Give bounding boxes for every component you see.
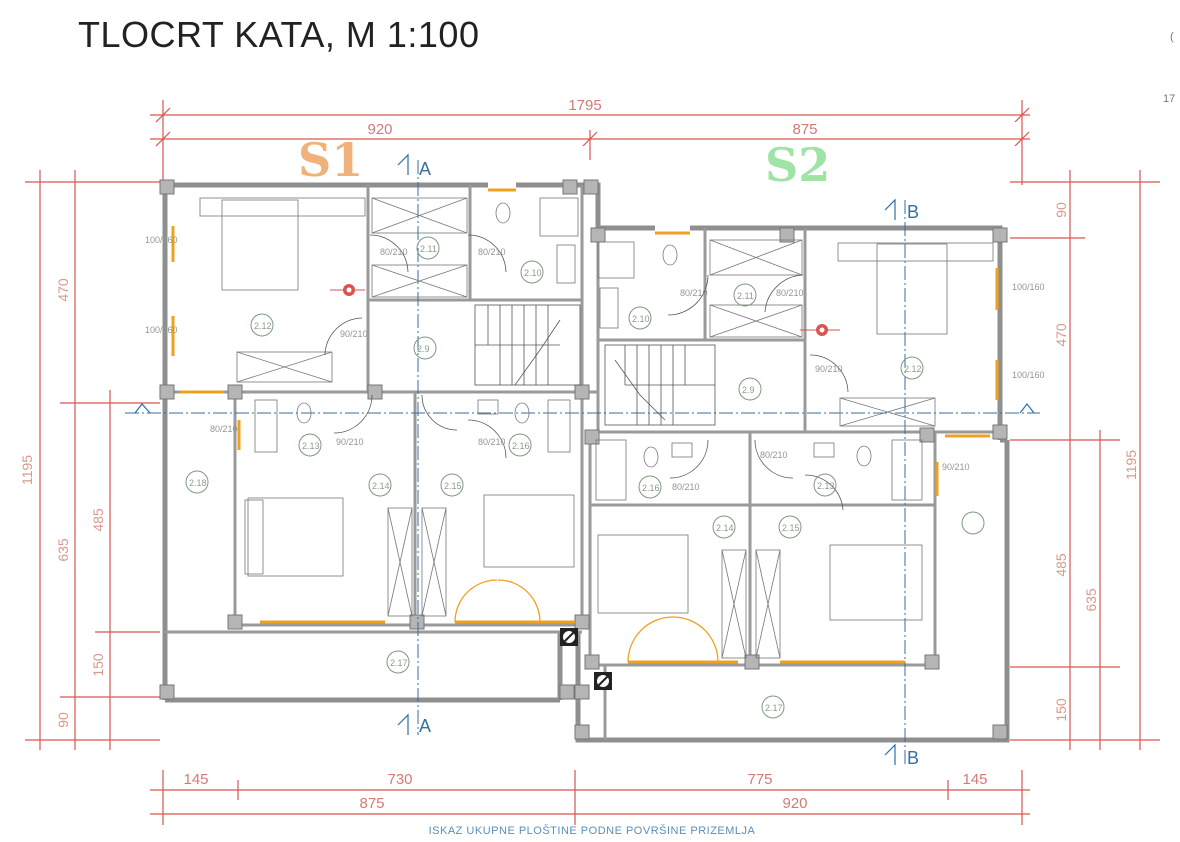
room-2-15-s2: 2.15	[782, 523, 800, 533]
section-a-bottom: A	[419, 716, 431, 736]
room-2-9-s1: 2.9	[417, 344, 430, 354]
room-2-12-s2: 2.12	[904, 364, 922, 374]
room-2-15-s1: 2.15	[444, 481, 462, 491]
door-label-1: 90/210	[340, 329, 368, 339]
edge-mark-1: (	[1170, 31, 1174, 43]
edge-mark-2: 17	[1163, 93, 1175, 105]
furniture	[199, 197, 994, 659]
french-doors	[454, 579, 719, 663]
dim-bottom-right: 920	[782, 795, 807, 812]
room-2-13-s1: 2.13	[302, 441, 320, 451]
door-label-3: 80/210	[478, 247, 506, 257]
stairs-s2	[604, 344, 716, 426]
room-2-11-s2: 2.11	[737, 291, 754, 301]
dim-right-90: 90	[1053, 202, 1069, 218]
room-2-14-s2: 2.14	[716, 523, 734, 533]
room-2-10-s2: 2.10	[632, 314, 650, 324]
door-label-12: 90/210	[942, 462, 970, 472]
door-label-8: 80/210	[478, 437, 506, 447]
room-2-16-s2: 2.16	[642, 483, 660, 493]
unit-s1-label: S1	[298, 133, 363, 187]
dim-right-outer: 1195	[1123, 450, 1139, 480]
section-b-top: B	[907, 202, 919, 222]
room-2-14-s1: 2.14	[372, 481, 390, 491]
dim-right-485: 485	[1053, 553, 1069, 577]
drain-symbols	[560, 628, 612, 690]
section-a-top: A	[419, 159, 431, 179]
interior-walls	[165, 185, 1000, 740]
room-2-11-s1: 2.11	[420, 244, 437, 254]
dim-left-90: 90	[55, 712, 71, 728]
dim-right-150: 150	[1053, 698, 1069, 722]
unit-s2-label: S2	[765, 138, 830, 192]
door-label-7: 90/210	[336, 437, 364, 447]
room-2-17-s1: 2.17	[390, 658, 408, 668]
window-label-4: 100/160	[1012, 370, 1045, 380]
section-b-bottom: B	[907, 748, 919, 768]
drawing-title: TLOCRT KATA, M 1:100	[78, 14, 480, 55]
room-2-17-s2: 2.17	[765, 703, 783, 713]
dim-top-total: 1795	[568, 97, 601, 114]
room-2-13-s2: 2.13	[817, 481, 835, 491]
dim-top-left: 920	[367, 121, 392, 138]
opening-labels: 100/160 100/160 100/160 100/160 90/210 8…	[145, 235, 1045, 492]
dim-bottom-3: 775	[747, 771, 772, 788]
door-label-6: 90/210	[815, 364, 843, 374]
room-2-12-s1: 2.12	[254, 321, 272, 331]
dimension-lines	[25, 100, 1160, 825]
dim-bottom-2: 730	[387, 771, 412, 788]
dim-left-150: 150	[90, 653, 106, 677]
dim-bottom-4: 145	[962, 771, 987, 788]
dim-right-635: 635	[1083, 588, 1099, 612]
dim-bottom-left: 875	[359, 795, 384, 812]
footer-caption: ISKAZ UKUPNE PLOŠTINE PODNE POVRŠINE PRI…	[429, 824, 756, 837]
axis-lines	[125, 160, 1040, 765]
stairs-s1	[474, 304, 581, 386]
section-markers	[134, 153, 1035, 765]
door-label-2: 80/210	[380, 247, 408, 257]
room-markers	[185, 236, 985, 719]
door-swings	[324, 234, 849, 511]
room-2-18: 2.18	[189, 478, 207, 488]
dim-right-470: 470	[1053, 323, 1069, 347]
window-label-2: 100/160	[145, 325, 178, 335]
room-2-10-s1: 2.10	[524, 268, 542, 278]
room-numbers: 2.12 2.9 2.10 2.11 2.14 2.15 2.13 2.16 2…	[189, 244, 922, 713]
window-label-3: 100/160	[1012, 282, 1045, 292]
dim-bottom-1: 145	[183, 771, 208, 788]
target-markers	[330, 284, 840, 336]
room-2-9-s2: 2.9	[742, 385, 755, 395]
window-label-1: 100/160	[145, 235, 178, 245]
door-label-5: 80/210	[776, 288, 804, 298]
door-label-10: 80/210	[760, 450, 788, 460]
windows	[171, 188, 999, 664]
door-label-11: 80/210	[210, 424, 238, 434]
door-label-9: 80/210	[672, 482, 700, 492]
dim-left-635: 635	[55, 538, 71, 562]
columns	[159, 179, 1008, 740]
dim-left-outer: 1195	[19, 455, 35, 485]
dim-left-485: 485	[90, 508, 106, 532]
dim-left-470: 470	[55, 278, 71, 302]
dim-top-right: 875	[792, 121, 817, 138]
door-label-4: 80/210	[680, 288, 708, 298]
room-2-16-s1: 2.16	[512, 441, 530, 451]
